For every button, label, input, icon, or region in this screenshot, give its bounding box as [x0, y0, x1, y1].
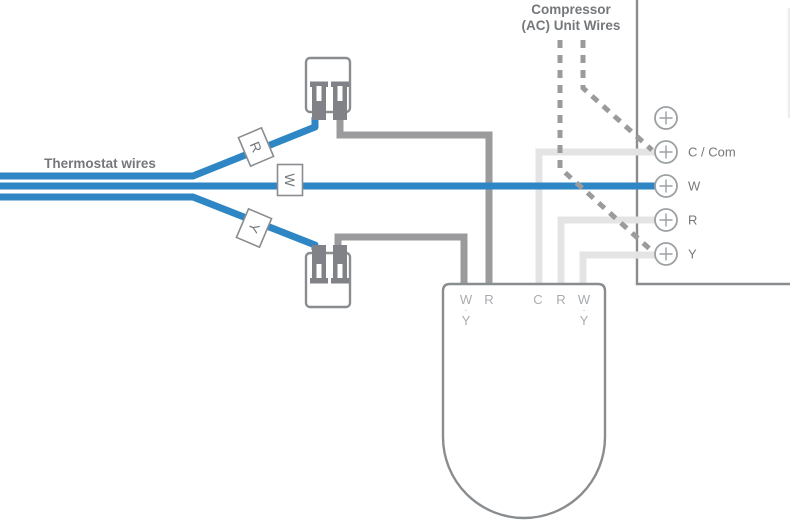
panel-terminal-y: Y	[654, 242, 697, 266]
terminal-label: Y	[688, 247, 697, 262]
thermostat-terminal-wy-left: W · Y	[460, 292, 473, 328]
wire-tag-letter: W	[282, 173, 298, 187]
terminal-dot: ·	[582, 305, 585, 316]
terminal-dot: ·	[464, 305, 467, 316]
panel-terminal-r: R	[654, 208, 697, 232]
terminal-letter: W	[460, 292, 473, 307]
wire-light-r	[557, 216, 655, 286]
compressor-label-line2: (AC) Unit Wires	[522, 18, 621, 33]
thermostat-terminal-r-right: R	[556, 292, 565, 307]
thermostat-wires-label: Thermostat wires	[44, 156, 156, 171]
hvac-panel-border	[635, 0, 790, 286]
terminal-letter: Y	[580, 313, 589, 328]
wire-gray-wy	[334, 233, 468, 286]
wire-gray-r	[336, 117, 493, 286]
wire-tag-y: Y	[235, 207, 273, 249]
dashed-compressor-wire-y	[557, 40, 654, 253]
terminal-label: W	[688, 179, 701, 194]
connector-prongs	[310, 81, 349, 120]
wire-connector-top	[304, 56, 352, 120]
wire-light-y	[579, 251, 655, 286]
compressor-label-line1: Compressor	[531, 2, 611, 17]
wire-light-c	[535, 148, 655, 286]
thermostat-terminals: W · Y R C R W · Y	[460, 292, 591, 328]
wire-tag-r: R	[237, 126, 275, 168]
panel-terminal-w: W	[654, 174, 701, 198]
dashed-compressor-wire-c	[580, 40, 654, 152]
thermostat-terminal-c: C	[533, 292, 542, 307]
panel-terminal-c-com: C / Com	[654, 140, 736, 164]
terminal-letter: W	[578, 292, 591, 307]
terminal-letter: Y	[462, 313, 471, 328]
wire-connector-bottom	[304, 245, 352, 309]
panel-terminal-unlabeled	[654, 106, 678, 130]
thermostat-terminal-wy-right: W · Y	[578, 292, 591, 328]
thermostat-body	[441, 282, 607, 520]
wire-tag-w: W	[276, 163, 304, 197]
terminal-label: C / Com	[688, 145, 736, 160]
connector-prongs	[310, 245, 349, 284]
terminal-label: R	[688, 213, 697, 228]
compressor-label: Compressor (AC) Unit Wires	[522, 2, 621, 33]
thermostat-terminal-r-left: R	[484, 292, 493, 307]
